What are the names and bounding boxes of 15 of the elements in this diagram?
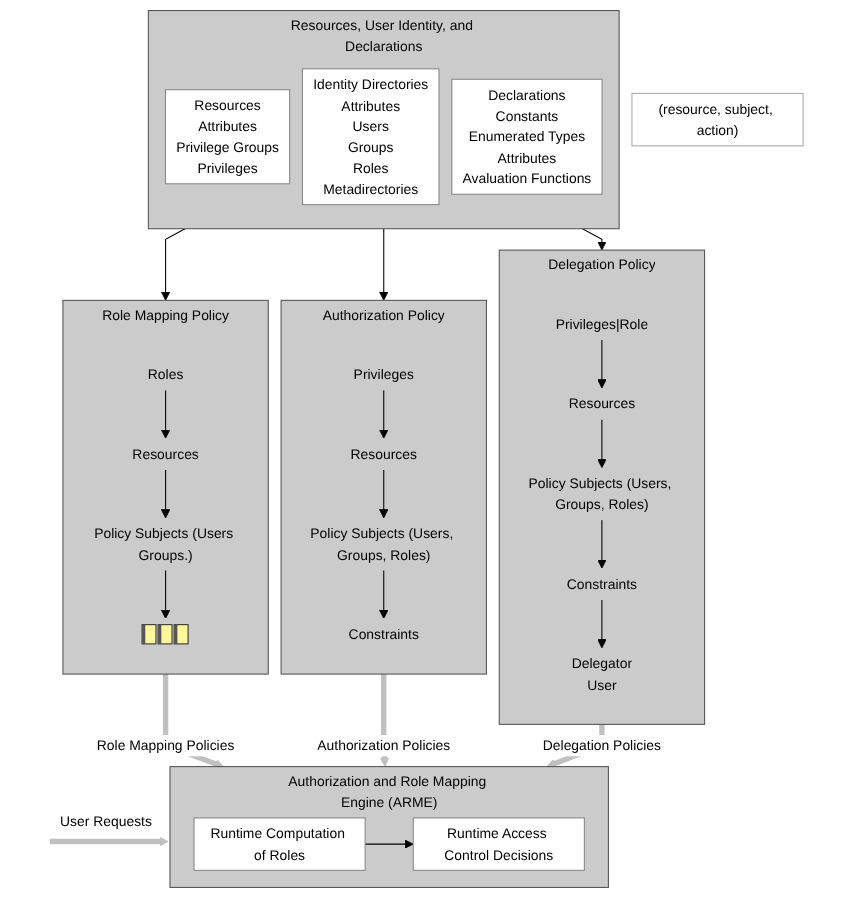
arrow — [364, 839, 414, 849]
arrow — [379, 469, 389, 519]
arrow — [160, 469, 171, 519]
arrow — [379, 569, 389, 619]
arrow — [49, 836, 169, 847]
arrow — [160, 389, 171, 439]
arrow — [597, 599, 607, 649]
arrow — [160, 569, 171, 619]
arrow — [597, 519, 607, 569]
arrow — [379, 389, 389, 439]
arrow — [597, 339, 607, 389]
arrow — [581, 228, 607, 251]
arrow — [160, 228, 186, 301]
arrow — [597, 419, 607, 469]
arrow — [379, 228, 389, 301]
